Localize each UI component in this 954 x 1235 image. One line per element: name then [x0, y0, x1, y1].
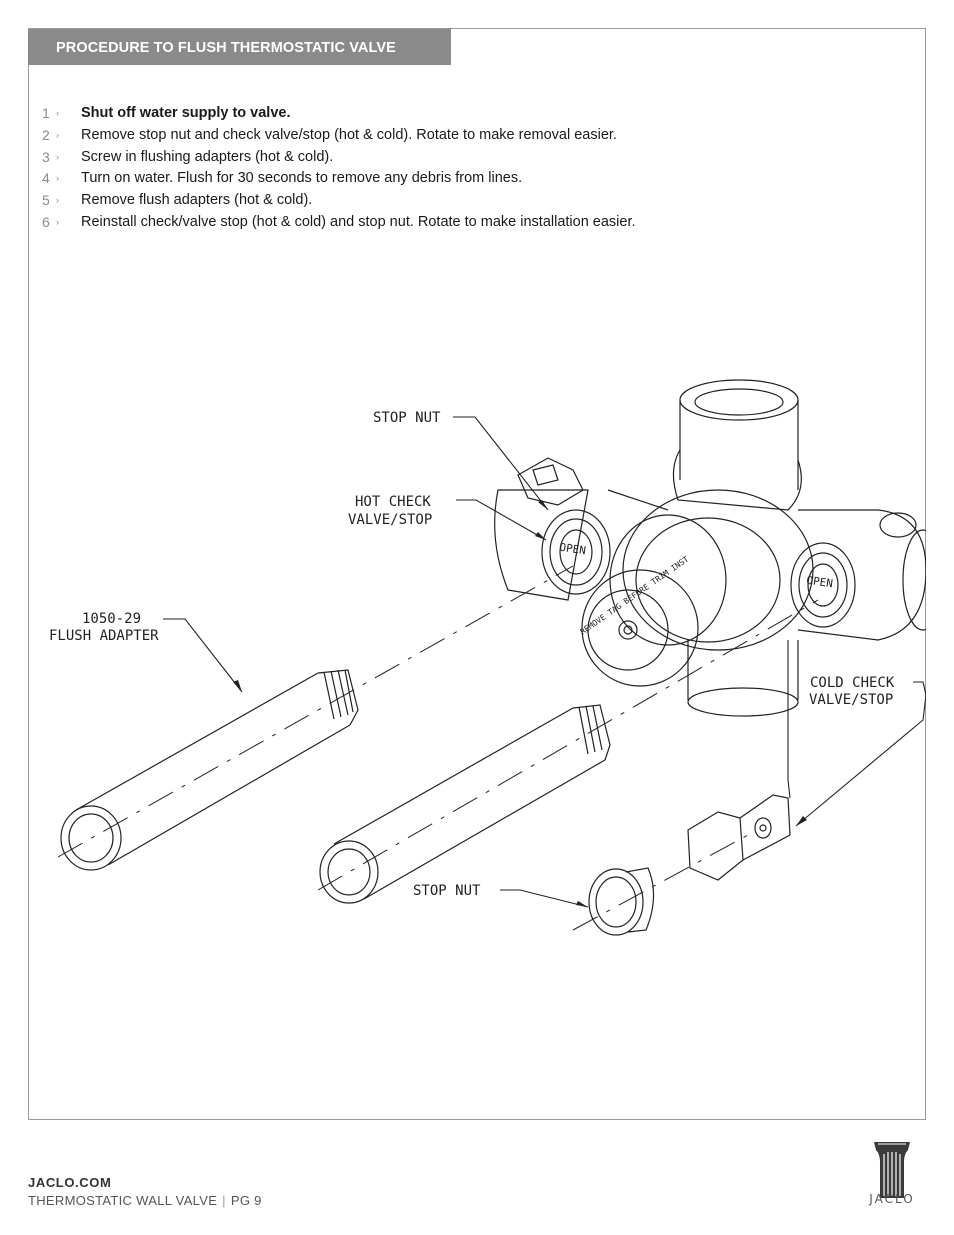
- step-number: 6: [42, 213, 50, 230]
- footer-page-number: PG 9: [230, 1193, 262, 1208]
- step-number: 5: [42, 192, 50, 209]
- footer-doc-title: THERMOSTATIC WALL VALVE: [28, 1193, 218, 1208]
- leader-lines: [163, 416, 926, 908]
- cold-check-valve: OPEN: [790, 542, 856, 628]
- open-hot-marking: OPEN: [559, 541, 587, 558]
- step-number: 3: [42, 148, 50, 165]
- footer-site: JACLO.COM: [28, 1175, 112, 1190]
- step-chevron-icon: ›: [56, 216, 59, 227]
- section-header: PROCEDURE TO FLUSH THERMOSTATIC VALVE: [28, 29, 451, 65]
- logo-text: JACLO: [869, 1192, 915, 1206]
- valve-diagram: OPEN REMOVE TAG BEFORE TRIM INST OPEN: [49, 379, 926, 936]
- step-number: 1: [42, 105, 50, 121]
- step-text: Shut off water supply to valve.: [81, 105, 291, 121]
- step-chevron-icon: ›: [56, 108, 59, 118]
- step-text: Screw in flushing adapters (hot & cold).: [81, 148, 334, 165]
- label-cold-check-1: COLD CHECK: [810, 675, 895, 691]
- label-stop-nut-top: STOP NUT: [373, 410, 441, 426]
- open-cold-marking: OPEN: [806, 574, 834, 591]
- loose-stop-nut: [588, 867, 655, 936]
- step-text: Remove flush adapters (hot & cold).: [81, 192, 313, 209]
- label-stop-nut-bottom: STOP NUT: [413, 883, 481, 899]
- label-flush-adapter-2: FLUSH ADAPTER: [49, 628, 159, 644]
- step-number: 4: [42, 170, 50, 187]
- step-chevron-icon: ›: [56, 195, 59, 206]
- flush-adapter-right: [319, 704, 611, 904]
- step-text: Remove stop nut and check valve/stop (ho…: [81, 126, 617, 143]
- step-text: Turn on water. Flush for 30 seconds to r…: [81, 170, 523, 187]
- diagram-labels: STOP NUT HOT CHECK VALVE/STOP 1050-29 FL…: [49, 410, 895, 899]
- hot-check-valve: OPEN: [541, 509, 611, 595]
- centerlines: [57, 565, 819, 931]
- footer-doc-info: THERMOSTATIC WALL VALVE | PG 9: [28, 1193, 262, 1208]
- step-number: 2: [42, 126, 50, 143]
- arrowheads: [233, 500, 807, 907]
- step-chevron-icon: ›: [56, 173, 59, 184]
- jaclo-logo-icon: [874, 1142, 910, 1198]
- step-chevron-icon: ›: [56, 129, 59, 140]
- step-text: Reinstall check/valve stop (hot & cold) …: [81, 213, 636, 230]
- footer-separator: |: [222, 1193, 226, 1208]
- section-title: PROCEDURE TO FLUSH THERMOSTATIC VALVE: [56, 40, 396, 56]
- loose-check-valve: [687, 794, 791, 881]
- label-flush-adapter-1: 1050-29: [82, 611, 141, 627]
- step-chevron-icon: ›: [56, 151, 59, 162]
- label-hot-check-2: VALVE/STOP: [348, 512, 432, 528]
- flush-adapter-left: [60, 669, 359, 871]
- label-hot-check-1: HOT CHECK: [355, 494, 431, 510]
- label-cold-check-2: VALVE/STOP: [809, 692, 893, 708]
